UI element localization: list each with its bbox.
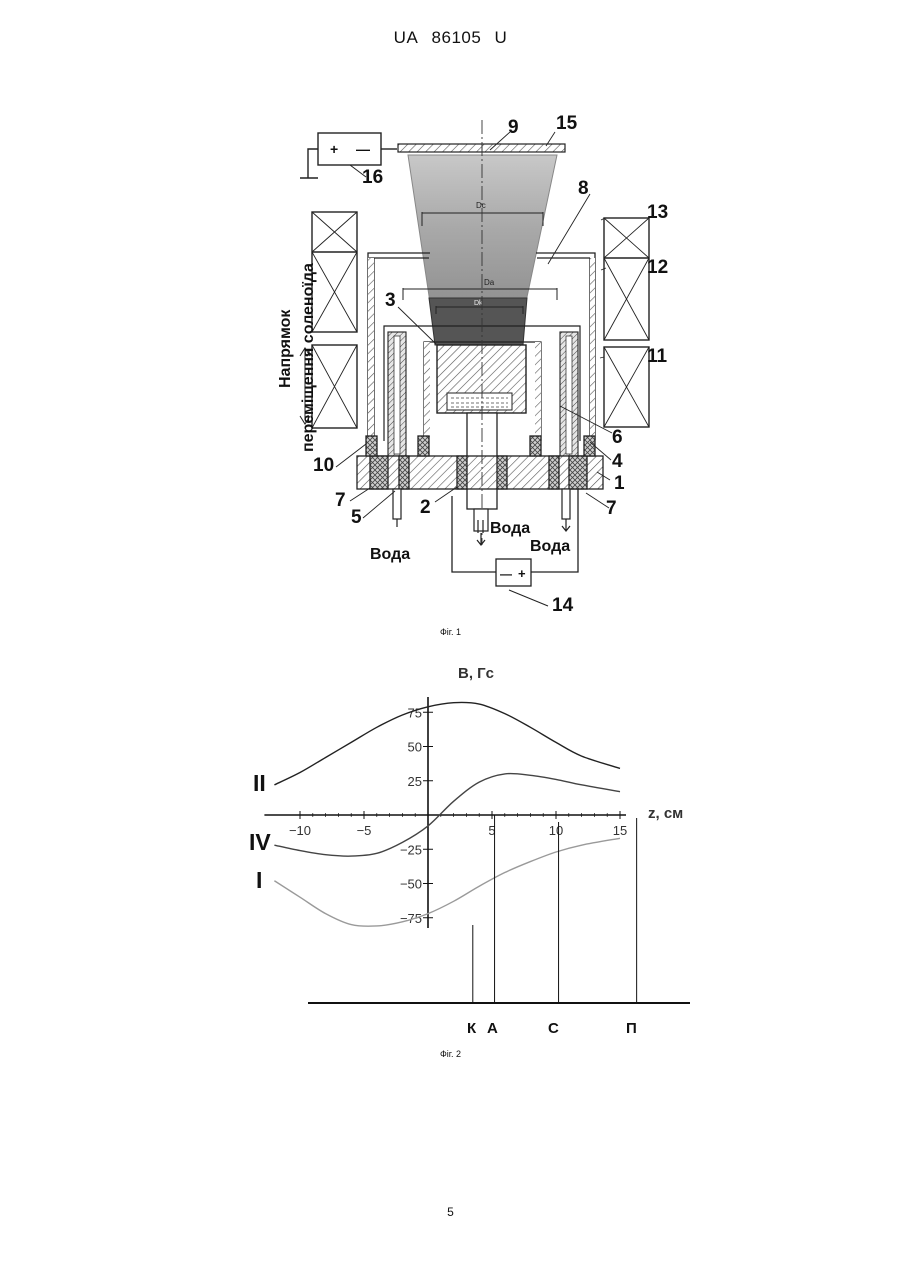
side-label-line2: переміщення соленоїда [300,263,317,452]
series-line-i [274,838,620,926]
y-tick-label: 25 [408,774,422,789]
cathode-shield-right [535,342,541,441]
x-tick-label: 15 [613,823,627,838]
marker-label-c: С [548,1020,559,1037]
series-label-iv: IV [249,829,271,855]
ref-12: 12 [647,257,668,278]
y-tick-label: 50 [408,740,422,755]
y-axis-label: B, Гс [458,665,494,682]
dim-da-label: Da [484,278,495,287]
y-tick-label: −75 [400,911,422,926]
ref-1: 1 [614,473,625,494]
series-line-iv [274,774,620,857]
x-axis-label: z, см [648,805,683,822]
plasma-cone [408,155,557,316]
ref-7-right: 7 [606,498,617,519]
ref-9: 9 [508,117,519,138]
x-tick-label: 5 [488,823,495,838]
series-label-ii: II [253,770,266,796]
ref-7-left: 7 [335,490,346,511]
side-label-line1: Напрямок [277,309,294,388]
figure-2-caption: Фіг. 2 [0,1049,901,1059]
ref-3: 3 [385,290,396,311]
ref-13: 13 [647,202,668,223]
x-tick-label: 10 [549,823,563,838]
ref-5: 5 [351,507,362,528]
y-tick-label: 75 [408,705,422,720]
minus-sign-14: — [500,567,512,581]
ref-4: 4 [612,451,623,472]
cooling-chamber [447,393,512,410]
dim-dc-label: Dc [476,201,486,210]
marker-label-k: К [467,1020,477,1037]
ref-6: 6 [612,427,623,448]
figure-1-drawing: + — Dc Da Dk [0,0,901,640]
ref-2: 2 [420,497,431,518]
cathode-shield-left [424,342,430,441]
water-label-right: Вода [530,538,570,555]
x-tick-label: −5 [357,823,372,838]
marker-label-p: П [626,1020,637,1037]
ref-11: 11 [647,346,668,367]
series-label-i: I [256,867,262,893]
series-line-ii [274,702,620,784]
ref-16: 16 [362,167,383,188]
plus-sign: + [330,141,338,157]
ref-15: 15 [556,113,578,134]
figure-1-caption: Фіг. 1 [0,627,901,637]
y-tick-label: −25 [400,842,422,857]
minus-sign: — [356,141,370,157]
water-label-left: Вода [370,546,410,563]
ref-8: 8 [578,178,589,199]
marker-label-a: А [487,1020,498,1037]
water-label-center: Вода [490,520,530,537]
ref-14: 14 [552,595,574,616]
x-tick-label: −10 [289,823,311,838]
plus-sign-14: + [518,566,526,581]
y-tick-label: −50 [400,877,422,892]
page-number: 5 [0,1205,901,1219]
ref-10: 10 [313,455,334,476]
